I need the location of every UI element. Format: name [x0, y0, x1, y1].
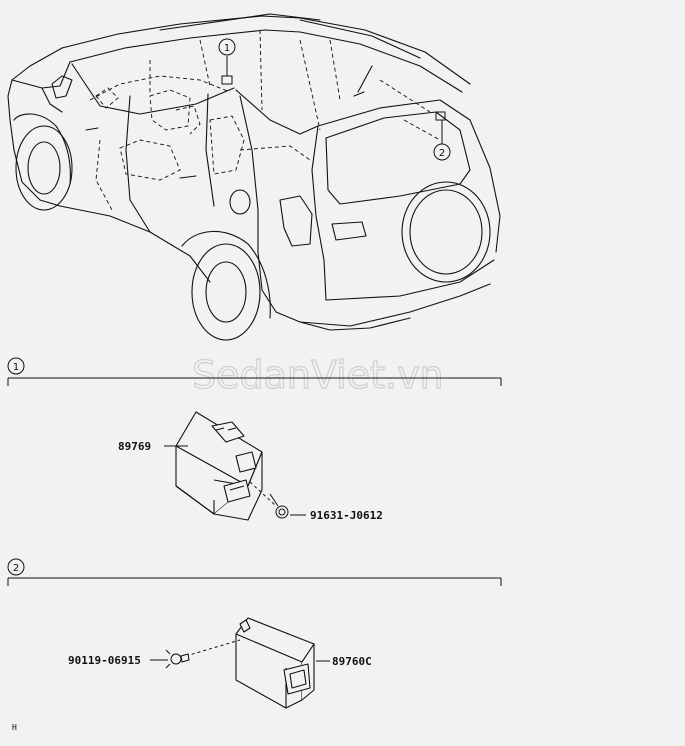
callout-2-number: 2: [439, 148, 445, 159]
page-code: H: [12, 723, 17, 732]
label-91631-J0612: 91631-J0612: [310, 509, 383, 522]
module-89769: [175, 411, 263, 521]
vehicle-illustration: [7, 13, 501, 341]
bolt-91631-J0612: [269, 493, 289, 519]
label-89769: 89769: [118, 440, 151, 453]
bolt-dash-2: [185, 639, 241, 657]
section-1-marker: 1: [13, 362, 19, 373]
callout-1-number: 1: [224, 43, 230, 54]
bolt-90119-06915: [165, 649, 190, 669]
section-2-marker: 2: [13, 563, 19, 574]
section-2: 2 90119-06915 89760C: [7, 558, 502, 709]
section-1: 1 89769 9: [7, 357, 502, 522]
label-89760C: 89760C: [332, 655, 372, 668]
section-1-header: 1: [7, 357, 502, 386]
callout-1: 1: [218, 38, 236, 56]
watermark-text: SedanViet.vn: [192, 353, 444, 397]
vehicle-interior-dashed: [89, 29, 441, 211]
callout-2: 2: [433, 143, 451, 161]
section-2-header: 2: [7, 558, 502, 586]
module-89760C: [235, 617, 315, 709]
label-90119-06915: 90119-06915: [68, 654, 141, 667]
vehicle-module-marks: [221, 56, 446, 144]
